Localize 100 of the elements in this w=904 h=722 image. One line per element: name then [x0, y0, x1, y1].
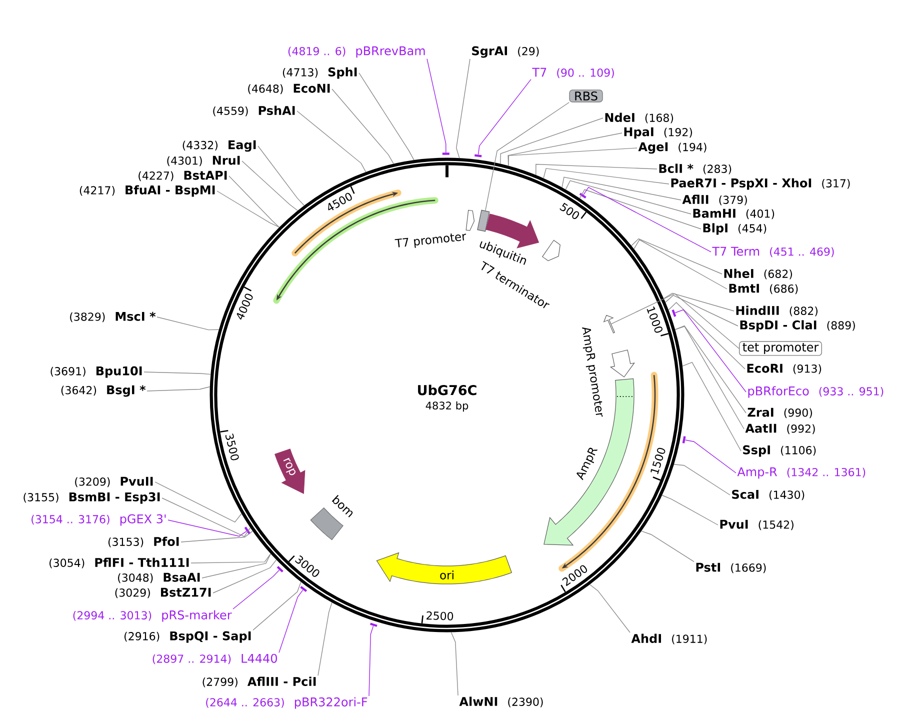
site-label: SspI (1106)	[743, 445, 816, 457]
leader-line	[168, 520, 247, 537]
site-label: (4227) BstAPI	[138, 170, 227, 182]
primer-mark	[474, 154, 482, 158]
site-label: (4648) EcoNI	[248, 84, 330, 94]
site-label: (3209) PvuII	[75, 476, 153, 488]
primer-label: (3154 .. 3176) pGEX 3'	[32, 514, 166, 526]
leader-line	[358, 72, 414, 160]
site-label: (3642) BsgI *	[61, 385, 146, 397]
leader-line	[543, 168, 670, 184]
site-label: (4559) PshAI	[213, 106, 295, 116]
leader-line	[536, 164, 658, 176]
primer-mark	[276, 566, 284, 572]
leader-line	[146, 386, 210, 392]
plasmid-name: UbG76C	[418, 384, 476, 396]
leader-line	[663, 292, 734, 312]
primer-label: (2644 .. 2663) pBR322ori-F	[206, 697, 368, 709]
leader-line	[162, 498, 251, 538]
plasmid-length: 4832 bp	[426, 401, 468, 412]
sequence-feature: T7 promoter	[394, 210, 475, 248]
site-label: ScaI (1430)	[732, 490, 804, 500]
leader-line	[456, 58, 470, 158]
site-label: (4713) SphI	[282, 67, 357, 79]
site-label: NheI (682)	[724, 268, 792, 280]
leader-line	[565, 180, 692, 214]
site-label: PstI (1669)	[696, 562, 766, 574]
primer-label: Amp-R (1342 .. 1361)	[737, 467, 866, 479]
site-label: NdeI (168)	[605, 112, 674, 124]
feature-block	[477, 210, 490, 232]
tick-label: 4000	[236, 294, 253, 320]
primer-label: T7 Term (451 .. 469)	[712, 246, 834, 258]
leader-line	[610, 293, 740, 349]
leader-line	[368, 626, 374, 696]
node-label: T7 promoter	[394, 234, 466, 248]
primer-mark	[682, 436, 686, 444]
leader-line	[674, 325, 746, 414]
site-label: BamHI (401)	[693, 208, 774, 220]
site-label: AlwNI (2390)	[459, 696, 543, 708]
leader-line	[508, 148, 638, 166]
leader-line	[674, 309, 746, 392]
tick-label: 1000	[646, 306, 662, 333]
sequence-feature: rop	[274, 448, 306, 494]
leader-line	[144, 372, 212, 375]
tick-label: 3500	[225, 434, 239, 460]
site-label: SgrAI (29)	[472, 46, 539, 58]
tick-label: 4500	[328, 192, 352, 210]
site-label: (3153) PfoI	[108, 536, 179, 548]
site-label: (3048) BsaAI	[118, 572, 200, 584]
leader-line	[212, 559, 277, 594]
site-label: EcoRI (913)	[747, 364, 822, 374]
site-label: ZraI (990)	[748, 408, 812, 418]
site-label: (2799) AflIII - PciI	[202, 676, 316, 688]
feature-tag: tet promoter	[739, 341, 822, 356]
leader-line	[156, 316, 220, 330]
site-label: (4301) NruI	[167, 156, 240, 166]
site-label: AflII (379)	[682, 194, 747, 206]
leader-line	[631, 238, 722, 274]
site-label: (4332) EagI	[182, 140, 256, 152]
leader-line	[685, 440, 736, 474]
site-label: AatII (992)	[745, 424, 815, 434]
site-label: (3691) Bpu10I	[50, 366, 142, 378]
primer-mark	[672, 310, 676, 317]
site-label: (4217) BfuAI - BspMI	[80, 185, 215, 197]
site-label: PaeR7I - PspXI - XhoI (317)	[671, 178, 850, 190]
leader-line	[583, 186, 712, 252]
primer-label: (2994 .. 3013) pRS-marker	[73, 610, 232, 622]
site-label: AgeI (194)	[638, 142, 706, 154]
tick-label: 500	[560, 202, 580, 220]
leader-line	[232, 570, 280, 610]
leader-line	[641, 530, 694, 562]
tick-label: 1500	[650, 448, 666, 474]
primer-mark	[244, 526, 251, 535]
leader-line	[332, 88, 394, 164]
leader-line	[562, 176, 682, 200]
leader-line	[500, 118, 604, 164]
site-label: HpaI (192)	[624, 127, 692, 139]
site-label: BmtI (686)	[729, 284, 798, 294]
leader-line	[662, 494, 718, 526]
leader-line	[180, 530, 254, 542]
leader-line	[278, 590, 304, 653]
leader-line	[634, 239, 728, 290]
leader-line	[579, 189, 702, 230]
leader-line	[252, 582, 302, 630]
leader-line	[674, 326, 744, 430]
leader-line	[296, 110, 366, 172]
site-label: BclI * (283)	[659, 164, 732, 174]
leader-line	[190, 553, 272, 564]
leader-line	[202, 553, 272, 578]
site-label: (3029) BstZ17I	[115, 588, 211, 598]
leader-line	[450, 632, 458, 696]
site-label: (3155) BsmBI - Esp3I	[24, 492, 160, 504]
site-label: AhdI (1911)	[631, 634, 707, 644]
site-label: BlpI (454)	[703, 223, 766, 235]
leader-line	[478, 78, 532, 155]
primer-label: T7 (90 .. 109)	[532, 68, 614, 78]
primer-label: (2897 .. 2914) L4440	[152, 654, 277, 664]
primer-mark	[370, 622, 378, 627]
primer-mark	[579, 192, 586, 198]
primer-label: pBRforEco (933 .. 951)	[748, 386, 884, 398]
site-label: HindIII (882)	[736, 306, 818, 316]
